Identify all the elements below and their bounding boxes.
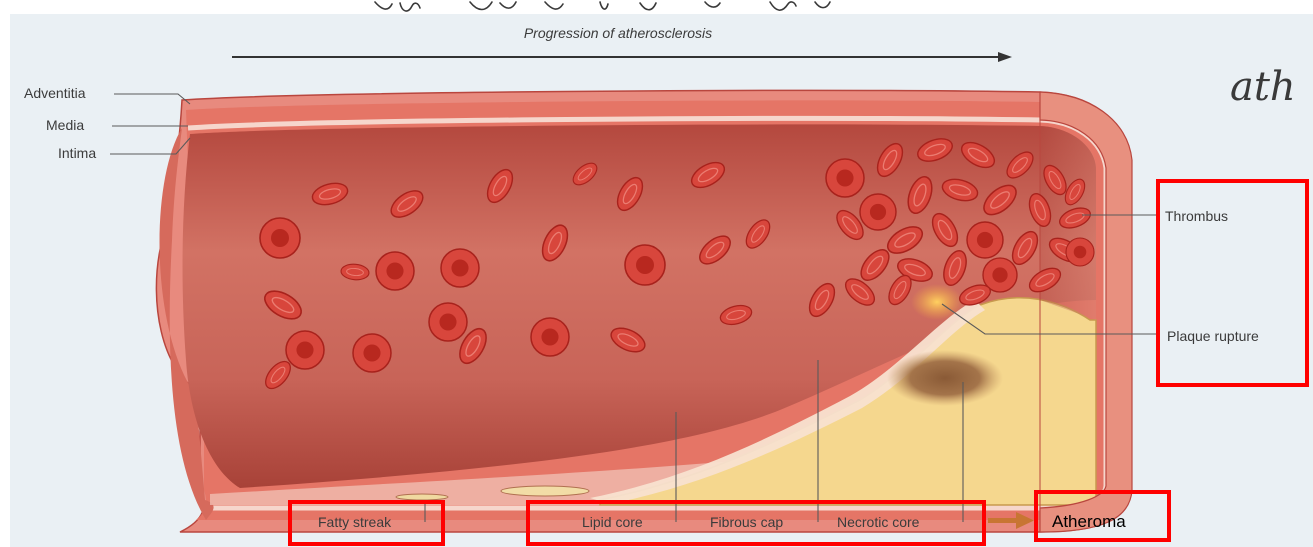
label-adventitia: Adventitia	[24, 85, 86, 101]
red-blood-cell	[967, 222, 1003, 258]
label-necrotic-core: Necrotic core	[837, 514, 920, 530]
progression-arrow	[232, 52, 1012, 62]
red-blood-cell	[353, 334, 391, 372]
red-blood-cell	[1066, 238, 1094, 266]
leader-adventitia	[114, 94, 190, 104]
plaque-rupture-site	[911, 284, 963, 320]
label-fatty-streak: Fatty streak	[318, 514, 392, 530]
red-blood-cell	[260, 218, 300, 258]
label-atheroma: Atheroma	[1052, 512, 1126, 531]
label-fibrous-cap: Fibrous cap	[710, 514, 783, 530]
red-blood-cell	[441, 249, 479, 287]
label-lipid-core: Lipid core	[582, 514, 643, 530]
red-blood-cell	[826, 159, 864, 197]
red-blood-cell	[376, 252, 414, 290]
label-intima: Intima	[58, 145, 96, 161]
label-media: Media	[46, 117, 84, 133]
label-plaque-rupture: Plaque rupture	[1167, 328, 1259, 344]
progression-title: Progression of atherosclerosis	[524, 25, 712, 41]
fatty-streak-plaque	[396, 494, 448, 500]
handwritten-scribble	[375, 2, 830, 11]
red-blood-cell	[286, 331, 324, 369]
necrotic-core	[887, 350, 1003, 406]
red-blood-cell	[625, 245, 665, 285]
red-blood-cell	[531, 318, 569, 356]
label-thrombus: Thrombus	[1165, 208, 1228, 224]
red-blood-cell	[860, 194, 896, 230]
red-blood-cell	[429, 303, 467, 341]
handwritten-note: ath	[1230, 64, 1296, 110]
